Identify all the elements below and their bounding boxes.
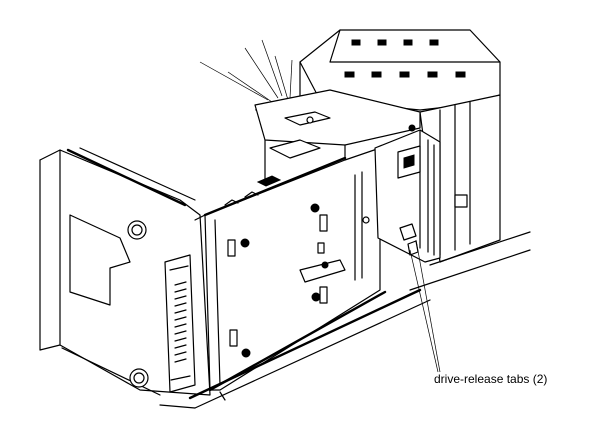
drive-mounting-plate — [194, 147, 387, 392]
front-chassis-panel — [39, 147, 211, 396]
panel-mounting-hole — [127, 220, 147, 240]
chassis-base — [159, 288, 431, 409]
bracket-screw — [408, 124, 416, 132]
plate-slot — [227, 239, 236, 257]
callout-leader — [409, 239, 441, 373]
cage-vent-slot — [403, 39, 413, 46]
cage-vent-slot — [399, 71, 410, 78]
cage-vent-slot — [344, 71, 355, 78]
plate-screw — [241, 348, 251, 358]
cage-vent-slot — [429, 39, 439, 46]
drive-release-tabs-label: drive-release tabs (2) — [434, 372, 548, 386]
plate-screw — [362, 216, 370, 224]
top-bracket — [254, 89, 421, 181]
drive-release-tab — [399, 223, 417, 241]
plate-screw — [310, 203, 320, 213]
plate-screw — [240, 238, 250, 248]
drive-eject-button — [403, 154, 415, 169]
bracket-screw — [306, 116, 314, 124]
cage-vent-slot — [351, 39, 361, 46]
cage-vent-slot — [455, 71, 466, 78]
floppy-drive — [374, 129, 441, 263]
plate-slot — [229, 329, 238, 347]
plate-slot — [319, 286, 328, 304]
plate-slot — [319, 214, 328, 232]
plate-screw — [311, 292, 321, 302]
plate-latch — [256, 175, 282, 187]
cage-vent-slot — [427, 71, 438, 78]
cage-vent-slot — [371, 71, 382, 78]
side-wall-notch — [454, 194, 468, 208]
motion-lines — [199, 39, 293, 111]
panel-mounting-hole — [129, 368, 149, 388]
panel-connector — [164, 254, 196, 393]
plate-slot — [317, 242, 325, 254]
cage-vent-slot — [377, 39, 387, 46]
